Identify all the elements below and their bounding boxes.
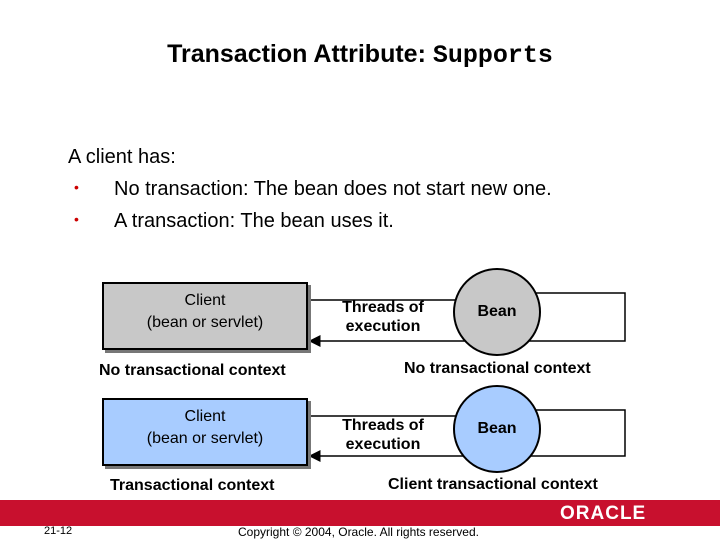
threads-label: Threads of execution (328, 298, 438, 336)
client-label: Client (184, 292, 226, 309)
oracle-logo: ORACLE (560, 503, 647, 524)
bullet-item: • No transaction: The bean does not start… (74, 178, 552, 201)
threads-line2: execution (345, 436, 421, 453)
bullet-icon: • (74, 211, 79, 227)
bean-context-label: No transactional context (404, 360, 591, 377)
intro-text: A client has: (68, 146, 176, 168)
threads-line1: Threads of (342, 299, 424, 316)
slide-number: 21-12 (44, 525, 73, 537)
bullet-icon: • (74, 179, 79, 195)
threads-line2: execution (345, 318, 421, 335)
slide-title: Transaction Attribute: Supports (0, 40, 720, 70)
bean-context-label: Client transactional context (388, 476, 598, 493)
bullet-text: A transaction: The bean uses it. (114, 210, 394, 232)
copyright-text: Copyright © 2004, Oracle. All rights res… (238, 525, 479, 539)
client-label: Client (184, 408, 226, 425)
bean-circle-bottom: Bean (453, 385, 541, 473)
client-box-transaction: Client (bean or servlet) (102, 398, 308, 466)
client-sublabel: (bean or servlet) (146, 430, 264, 447)
bullet-text: No transaction: The bean does not start … (114, 178, 552, 200)
bullet-item: • A transaction: The bean uses it. (74, 210, 394, 233)
title-code: Supports (432, 41, 553, 70)
client-box-no-transaction: Client (bean or servlet) (102, 282, 308, 350)
threads-label: Threads of execution (328, 416, 438, 454)
threads-line1: Threads of (342, 417, 424, 434)
client-context-label: Transactional context (110, 477, 275, 494)
bean-circle-top: Bean (453, 268, 541, 356)
client-sublabel: (bean or servlet) (146, 314, 264, 331)
footer-bar (0, 500, 720, 526)
title-text: Transaction Attribute: (167, 40, 433, 68)
client-context-label: No transactional context (99, 362, 286, 379)
